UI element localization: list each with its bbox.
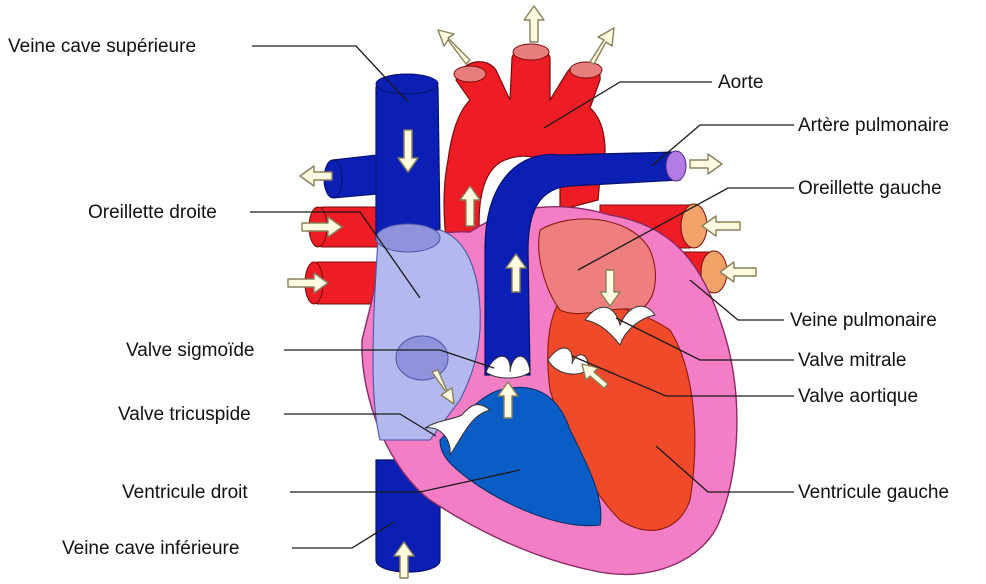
label-left-atrium: Oreillette gauche [798,178,942,199]
label-aorta: Aorte [718,72,763,93]
arrow-icon [590,28,614,64]
label-sigmoid-valve: Valve sigmoïde [126,340,255,361]
label-vena-cava-inferior: Veine cave inférieure [62,538,239,559]
arrow-icon [690,154,722,174]
arrow-icon [524,6,544,42]
label-tricuspid-valve: Valve tricuspide [118,404,251,425]
label-pulmonary-vein: Veine pulmonaire [790,310,937,331]
arrow-icon [702,216,740,236]
label-left-ventricle: Ventricule gauche [798,482,949,503]
label-right-atrium: Oreillette droite [88,202,217,223]
label-aortic-valve: Valve aortique [798,386,918,407]
label-mitral-valve: Valve mitrale [798,350,906,371]
label-vena-cava-superior: Veine cave supérieure [8,36,196,57]
label-right-ventricle: Ventricule droit [122,482,248,503]
label-pulmonary-artery: Artère pulmonaire [798,115,949,136]
arrow-icon [438,30,470,64]
